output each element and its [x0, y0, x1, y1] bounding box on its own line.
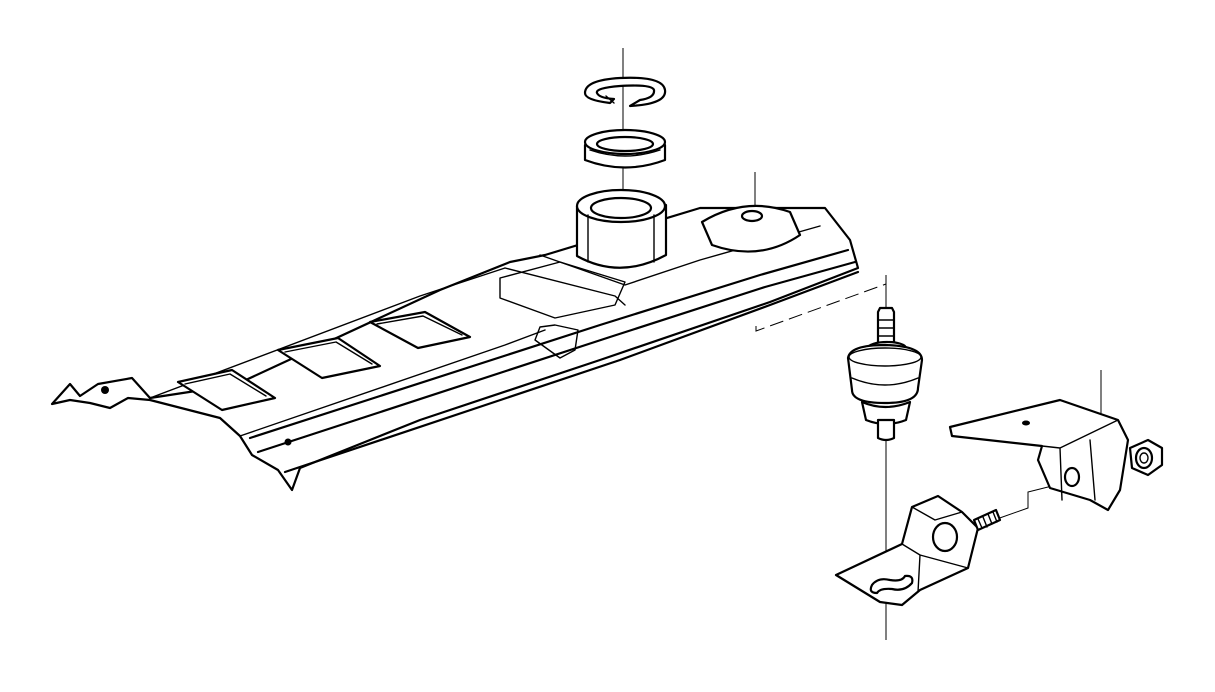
bolt-icon	[972, 508, 1002, 532]
mount-hole-icon	[101, 386, 109, 394]
snap-ring-icon	[583, 76, 667, 108]
leader-line-dashed-plate-mount	[755, 283, 887, 332]
leader-line-bolt	[993, 485, 1053, 521]
angle-bracket-icon	[834, 494, 980, 607]
plate-step-block	[499, 261, 626, 359]
plate-cutout-middle-inner	[284, 341, 373, 365]
holder-bracket-icon	[948, 398, 1130, 512]
hex-nut-icon	[1128, 438, 1164, 477]
pad-hole-icon	[740, 209, 764, 223]
plate-boss-bore	[589, 196, 653, 220]
rubber-bushing-icon	[583, 128, 667, 169]
mount-hole-icon	[284, 438, 292, 446]
plate-cutout-left-inner	[184, 373, 267, 397]
tunnel-plate-body	[50, 206, 860, 492]
plate-mount-pad	[700, 204, 802, 253]
leader-lines	[622, 48, 1102, 640]
plate-cutout-right-inner	[376, 315, 463, 336]
tunnel-plate	[50, 188, 860, 492]
holder-hole-icon	[1063, 466, 1081, 488]
bracket-hole-icon	[931, 521, 959, 553]
tunnel-plate-ridge	[149, 225, 821, 437]
plate-boss-shading	[587, 214, 655, 263]
holder-top-hole-icon	[1022, 420, 1030, 426]
rubber-mount-icon	[846, 306, 924, 442]
tunnel-plate-rail	[248, 248, 860, 474]
bracket-slot-icon	[869, 574, 914, 595]
